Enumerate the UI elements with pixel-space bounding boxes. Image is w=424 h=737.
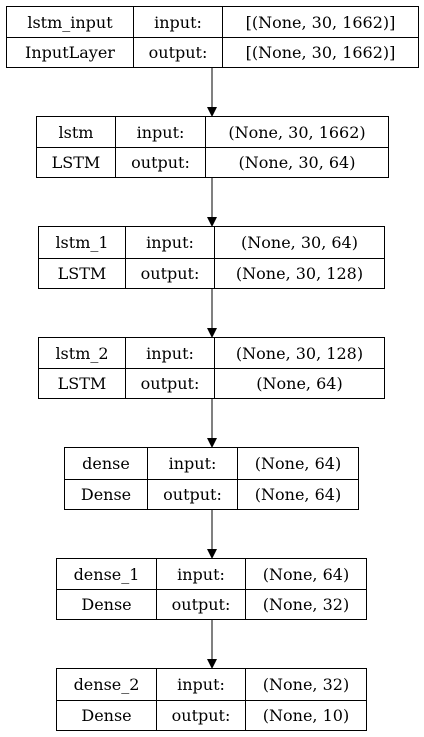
input-label: input: — [133, 7, 222, 37]
input-label: input: — [156, 559, 245, 589]
input-shape: (None, 64) — [245, 559, 366, 589]
layer-type: InputLayer — [25, 43, 115, 62]
output-label: output: — [147, 479, 237, 509]
input-label: input: — [115, 117, 205, 147]
input-label: input: — [147, 448, 237, 479]
layer-type: Dense — [80, 484, 132, 504]
output-label: output: — [133, 38, 222, 67]
output-label: output: — [156, 700, 245, 730]
output-label: output: — [125, 258, 214, 288]
output-shape: (None, 30, 64) — [205, 148, 388, 177]
layer-node-dense-1: dense_1 input: (None, 64) Dense output: … — [56, 558, 367, 620]
output-shape: (None, 64) — [237, 479, 358, 509]
layer-name: lstm_2 — [55, 343, 109, 363]
layer-type: LSTM — [51, 153, 101, 172]
layer-node-lstm-input: lstm_input input: [(None, 30, 1662)] Inp… — [6, 6, 419, 68]
layer-type: Dense — [81, 705, 132, 725]
layer-type: LSTM — [57, 374, 107, 393]
layer-name: dense_2 — [73, 674, 140, 694]
output-shape: (None, 30, 128) — [214, 258, 384, 288]
layer-type: Dense — [81, 595, 132, 614]
layer-name: dense — [82, 453, 130, 473]
input-shape: (None, 30, 128) — [214, 338, 384, 368]
output-shape: (None, 64) — [214, 369, 384, 398]
layer-type: LSTM — [57, 263, 107, 283]
output-label: output: — [156, 590, 245, 619]
input-shape: (None, 30, 64) — [214, 227, 384, 258]
output-shape: [(None, 30, 1662)] — [222, 38, 418, 67]
input-label: input: — [125, 338, 214, 368]
input-label: input: — [125, 227, 214, 258]
layer-name: lstm_input — [27, 12, 113, 32]
layer-node-lstm: lstm input: (None, 30, 1662) LSTM output… — [36, 116, 389, 178]
output-label: output: — [125, 369, 214, 398]
input-shape: [(None, 30, 1662)] — [222, 7, 418, 37]
output-label: output: — [115, 148, 205, 177]
layer-name: lstm_1 — [55, 232, 109, 252]
input-shape: (None, 64) — [237, 448, 358, 479]
input-label: input: — [156, 669, 245, 700]
layer-node-dense: dense input: (None, 64) Dense output: (N… — [64, 447, 359, 510]
layer-node-lstm-2: lstm_2 input: (None, 30, 128) LSTM outpu… — [38, 337, 385, 399]
output-shape: (None, 32) — [245, 590, 366, 619]
layer-node-lstm-1: lstm_1 input: (None, 30, 64) LSTM output… — [38, 226, 385, 289]
layer-node-dense-2: dense_2 input: (None, 32) Dense output: … — [56, 668, 367, 731]
input-shape: (None, 32) — [245, 669, 366, 700]
layer-name: lstm — [58, 122, 94, 142]
input-shape: (None, 30, 1662) — [205, 117, 388, 147]
layer-name: dense_1 — [73, 564, 140, 584]
output-shape: (None, 10) — [245, 700, 366, 730]
